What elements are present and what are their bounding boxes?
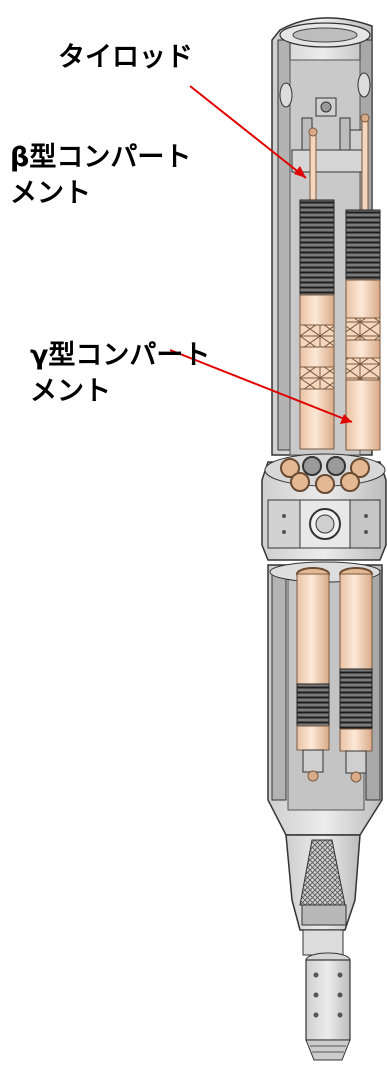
arrow-tie-rod — [189, 85, 307, 179]
entrance-nozzle — [305, 952, 351, 1061]
tie-rods — [308, 113, 370, 219]
bottom-nozzle — [285, 834, 361, 956]
beta-label-line2: メント — [10, 178, 91, 209]
arrow-gamma-compartment — [169, 349, 353, 424]
beta-pin-left — [299, 199, 335, 450]
gamma-label-line2: メント — [30, 376, 111, 407]
gamma-pin-right — [339, 567, 373, 783]
tie-rod-label: タイロッド — [58, 42, 193, 73]
beta-pin-right — [345, 209, 381, 451]
gamma-compartment-label: γ型コンパート メント — [30, 338, 210, 410]
beta-compartment-label: β型コンパート メント — [10, 140, 191, 212]
gamma-label-line1: γ型コンパート — [30, 340, 211, 371]
beta-label-line1: β型コンパート — [10, 142, 192, 173]
gamma-pin-left — [296, 567, 330, 782]
middle-hex-block — [261, 453, 387, 561]
